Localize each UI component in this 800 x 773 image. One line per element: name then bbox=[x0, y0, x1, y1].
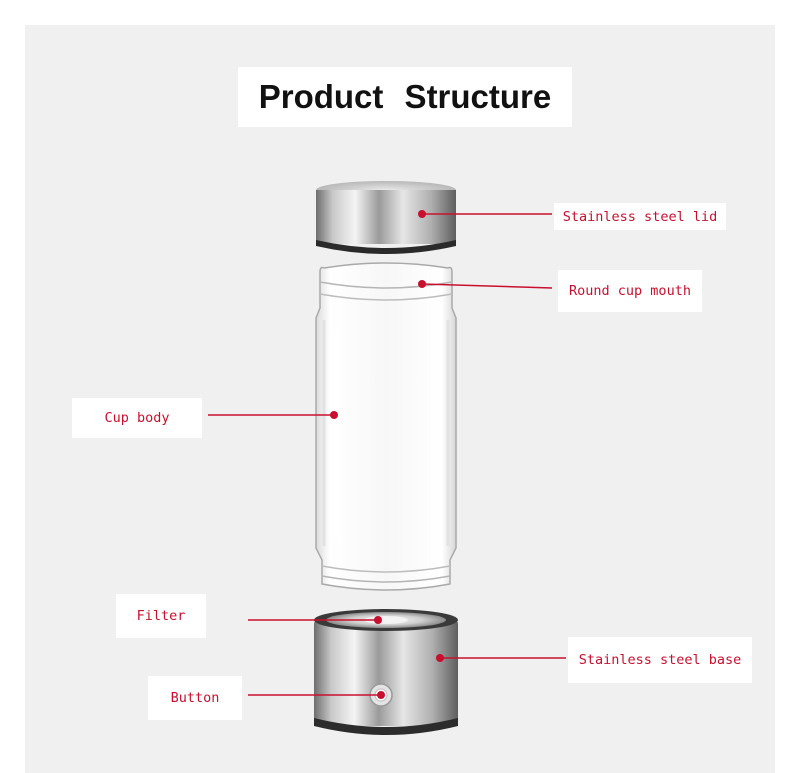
callout-mouth bbox=[418, 280, 553, 289]
label-filter: Filter bbox=[116, 594, 206, 638]
glass-body-part bbox=[315, 262, 457, 591]
base-part bbox=[314, 609, 458, 735]
callout-lid bbox=[418, 210, 552, 218]
lid-part bbox=[316, 181, 456, 254]
label-stainless-steel-base: Stainless steel base bbox=[568, 637, 752, 683]
callout-button bbox=[248, 691, 385, 699]
label-cup-body: Cup body bbox=[72, 398, 202, 438]
callout-base bbox=[436, 654, 566, 662]
label-round-cup-mouth: Round cup mouth bbox=[558, 270, 702, 312]
callout-filter bbox=[248, 616, 382, 624]
label-stainless-steel-lid: Stainless steel lid bbox=[554, 203, 726, 230]
title-box: Product Structure bbox=[238, 67, 572, 127]
callout-body bbox=[208, 411, 338, 419]
page-title: Product Structure bbox=[258, 78, 552, 115]
label-button: Button bbox=[148, 676, 242, 720]
